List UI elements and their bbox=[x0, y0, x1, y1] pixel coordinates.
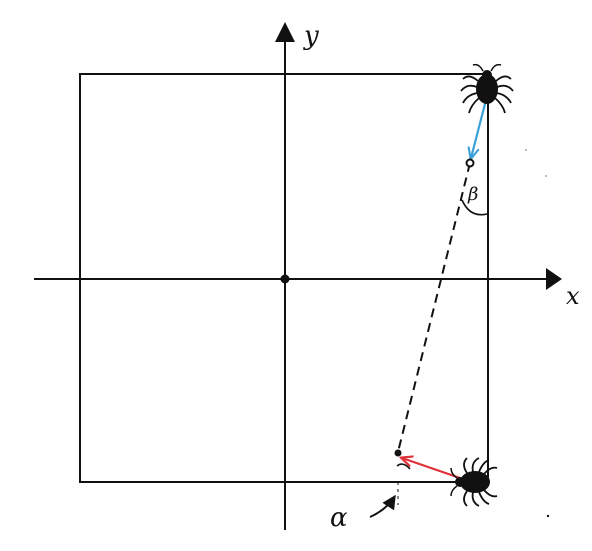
stray-dot bbox=[546, 514, 550, 518]
red-arrow bbox=[402, 458, 461, 480]
point-bottom bbox=[394, 449, 402, 457]
dashed-line bbox=[397, 162, 471, 453]
spider-top-right bbox=[460, 63, 514, 114]
stray-dot bbox=[545, 175, 547, 177]
point-top bbox=[465, 158, 475, 168]
beta-label: β bbox=[467, 184, 478, 205]
x-axis-arrowhead bbox=[546, 268, 562, 290]
alpha-pointer-arrow bbox=[369, 494, 396, 518]
stray-dot bbox=[525, 149, 527, 151]
beta-angle-arc bbox=[461, 199, 488, 216]
y-axis-label: y bbox=[303, 21, 319, 51]
alpha-label: α bbox=[330, 503, 348, 533]
spider-bottom-right bbox=[450, 457, 498, 507]
x-axis-label: x bbox=[566, 282, 580, 310]
origin-point bbox=[280, 274, 290, 284]
y-axis-arrowhead bbox=[275, 22, 295, 42]
alpha-angle-arc bbox=[396, 463, 411, 470]
blue-arrow bbox=[471, 99, 488, 158]
